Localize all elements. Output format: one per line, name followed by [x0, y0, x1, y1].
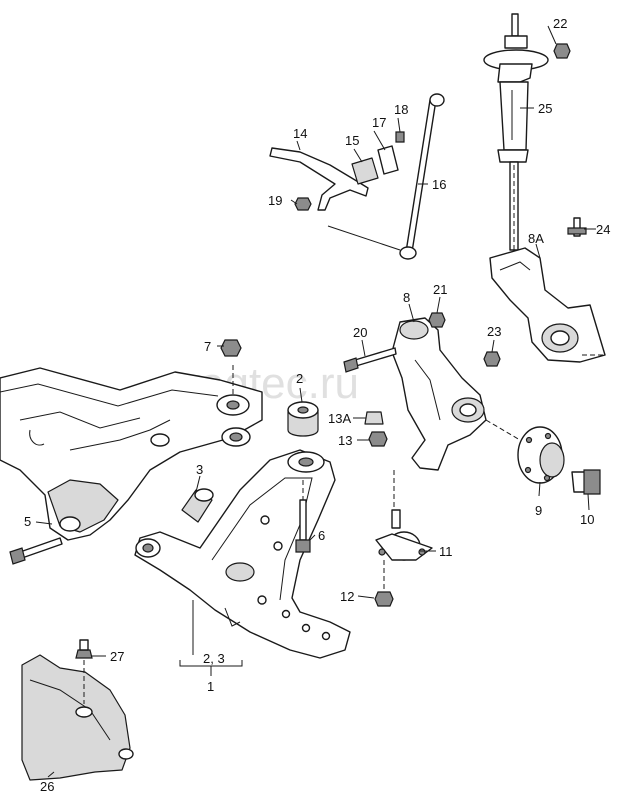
callout-11: 11 [439, 544, 453, 559]
coupling-rod-16 [327, 93, 445, 260]
callout-12: 12 [340, 589, 354, 604]
assembly-lines [83, 162, 606, 704]
callout-15: 15 [345, 133, 359, 148]
callout-20: 20 [353, 325, 367, 340]
bolt-5 [9, 537, 63, 565]
bolt-24 [567, 217, 587, 237]
nut-13 [368, 431, 388, 447]
callout-7: 7 [204, 339, 211, 354]
callout-6: 6 [318, 528, 325, 543]
nut-21 [428, 312, 446, 328]
callout-16: 16 [432, 177, 446, 192]
bolt-20 [343, 347, 397, 373]
nut-12 [374, 591, 394, 607]
callout-19: 19 [268, 193, 282, 208]
callout-23: 23 [487, 324, 501, 339]
callout-24: 24 [596, 222, 610, 237]
callout-8: 8 [403, 290, 410, 305]
nut-23 [483, 351, 501, 367]
callout-2: 2 [296, 371, 303, 386]
wheel-bearing-housing-8 [391, 317, 487, 471]
leader-lines [35, 25, 596, 778]
callout-5: 5 [24, 514, 31, 529]
callout-2-3: 2, 3 [203, 651, 225, 666]
nut-19 [294, 197, 312, 211]
callout-22: 22 [553, 16, 567, 31]
stabilizer-bar-14 [269, 147, 369, 211]
callout-21: 21 [433, 282, 447, 297]
callout-10: 10 [580, 512, 594, 527]
callout-13: 13 [338, 433, 352, 448]
bolt-6 [295, 499, 311, 553]
callout-18: 18 [394, 102, 408, 117]
bush-2 [287, 401, 319, 437]
ball-joint-11 [375, 509, 433, 561]
callout-25: 25 [538, 101, 552, 116]
callout-17: 17 [372, 115, 386, 130]
nut-7 [220, 339, 242, 357]
splash-guard-26 [21, 639, 134, 781]
callouts: 22 25 24 8A 14 15 17 18 16 19 8 21 20 23… [24, 16, 610, 794]
nut-13a [364, 411, 384, 425]
callout-1: 1 [207, 679, 214, 694]
suspension-strut-25 [483, 13, 571, 251]
callout-9: 9 [535, 503, 542, 518]
wheel-bearing-housing-8a [489, 247, 606, 363]
hub-bolt-10 [571, 469, 601, 495]
subframe-crossmember [0, 367, 263, 541]
stabilizer-bush-15 [351, 131, 405, 185]
lower-control-arm [134, 449, 351, 659]
callout-8a: 8A [528, 231, 544, 246]
callout-13a: 13A [328, 411, 351, 426]
callout-26: 26 [40, 779, 54, 794]
bush-3 [181, 488, 214, 523]
callout-14: 14 [293, 126, 307, 141]
callout-3: 3 [196, 462, 203, 477]
wheel-hub-9 [517, 426, 565, 484]
callout-27: 27 [110, 649, 124, 664]
